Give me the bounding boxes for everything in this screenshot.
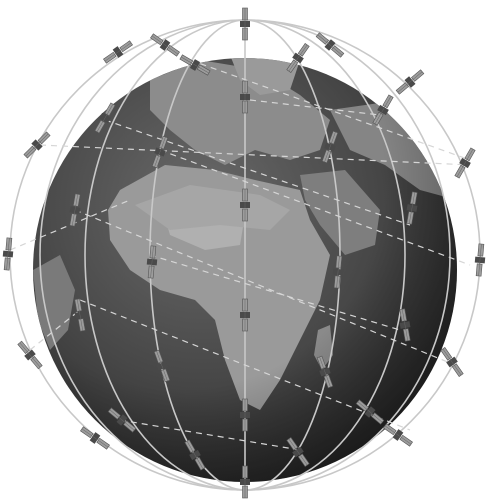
crosslink bbox=[159, 149, 471, 266]
satellite bbox=[15, 339, 45, 371]
crosslinks bbox=[9, 59, 471, 451]
crosslink bbox=[74, 209, 456, 366]
crosslink bbox=[119, 419, 301, 451]
satellite bbox=[239, 7, 251, 41]
satellite bbox=[473, 243, 487, 277]
crosslink bbox=[189, 59, 471, 161]
satellite bbox=[21, 129, 53, 161]
crosslink bbox=[39, 144, 471, 166]
crosslink bbox=[104, 119, 411, 226]
crosslink bbox=[79, 299, 411, 431]
satellite bbox=[1, 237, 15, 271]
earth-globe bbox=[33, 58, 457, 482]
satellite bbox=[394, 67, 426, 97]
satellite bbox=[438, 345, 466, 379]
